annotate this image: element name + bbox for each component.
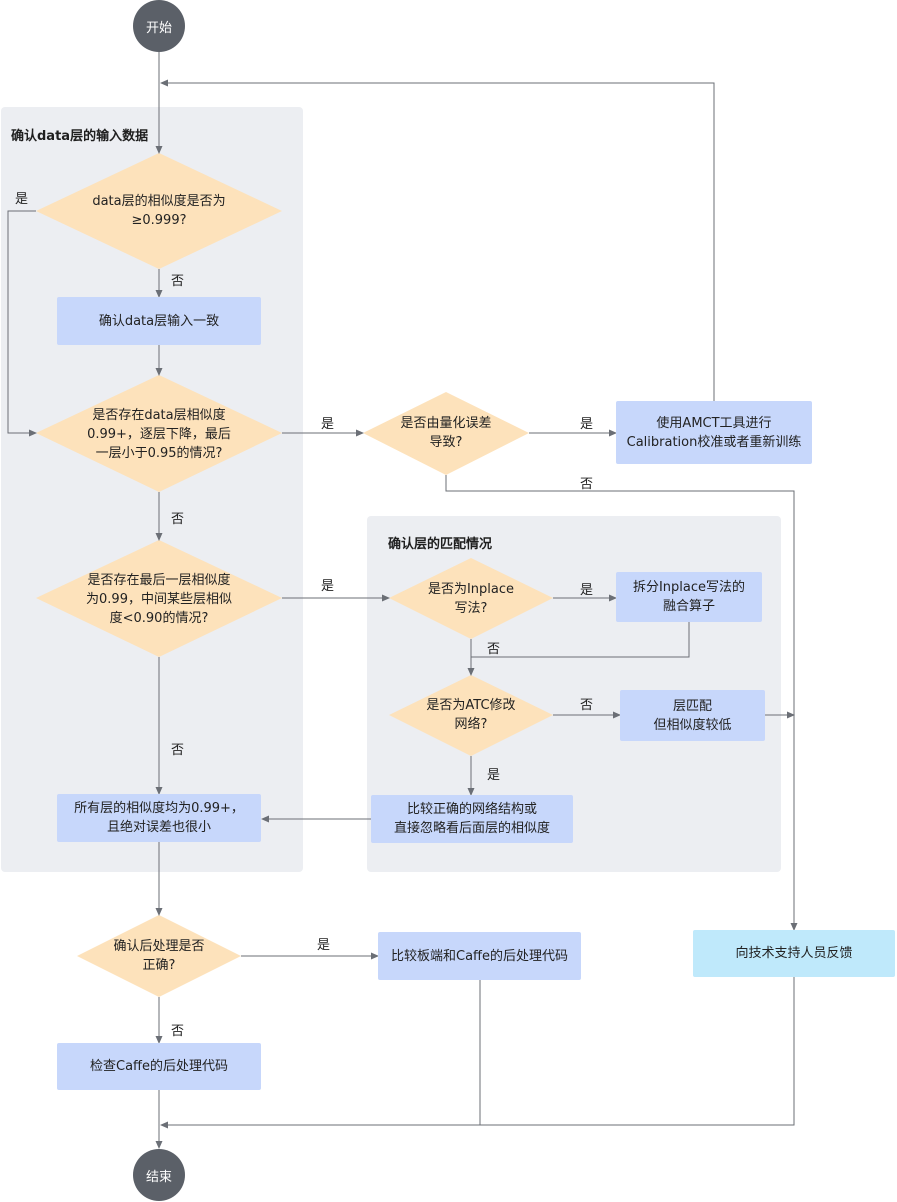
edge-label-d4-yes: 是 [321,579,335,594]
edge-label-d2-no: 否 [171,512,185,527]
edge-label-d4-no: 否 [171,743,185,758]
process-all-layers-ok: 所有层的相似度均为0.99+， 且绝对误差也很小 [57,794,261,842]
process-layer-match-low-similarity: 层匹配 但相似度较低 [620,690,765,741]
decision-d3-shape [363,392,529,475]
process-contact-support: 向技术支持人员反馈 [693,930,895,977]
decision-atc: 是否为ATC修改 网络? [426,698,516,732]
decision-atc-shape [389,675,553,756]
decision-d3: 是否由量化误差 导致? [400,416,492,450]
panel-layer-match-title: 确认层的匹配情况 [388,537,493,552]
decision-d2-shape [36,375,282,492]
start-node: 开始 [133,0,185,52]
decision-inplace: 是否为Inplace 写法? [427,582,515,616]
process-amct-calibration: 使用AMCT工具进行 Calibration校准或者重新训练 [616,401,812,464]
process-check-caffe-postprocess: 检查Caffe的后处理代码 [57,1043,261,1090]
end-node: 结束 [133,1149,185,1201]
edge-label-atc-yes: 是 [487,768,501,783]
decision-d2: 是否存在data层相似度 0.99+，逐层下降，最后 一层小于0.95的情况? [87,407,231,461]
edge-label-d1-no: 否 [171,274,185,289]
edge-label-d3-no: 否 [580,477,594,492]
decision-post-shape [77,915,241,997]
edge-label-d2-yes: 是 [321,417,335,432]
edge-label-atc-no: 否 [580,698,594,713]
edge-label-d3-yes: 是 [580,417,594,432]
process-compare-network: 比较正确的网络结构或 直接忽略看后面层的相似度 [371,795,573,843]
panel-data-layer-title: 确认data层的输入数据 [11,129,149,144]
edge-label-d1-yes: 是 [15,192,29,207]
decision-d4-shape [36,540,282,657]
edge-label-post-no: 否 [171,1024,185,1039]
process-compare-postprocess: 比较板端和Caffe的后处理代码 [378,932,581,980]
decision-d1-shape [36,153,282,269]
decision-d4: 是否存在最后一层相似度 为0.99，中间某些层相似 度<0.90的情况? [86,572,232,626]
edge-label-post-yes: 是 [317,938,331,953]
decision-inplace-shape [389,558,553,639]
edge-label-inplace-no: 否 [487,642,501,657]
process-confirm-data-input: 确认data层输入一致 [57,297,261,345]
process-split-inplace: 拆分Inplace写法的 融合算子 [616,572,762,622]
edge-label-inplace-yes: 是 [580,583,594,598]
decision-d1: data层的相似度是否为 ≥0.999? [92,194,226,228]
decision-post: 确认后处理是否 正确? [113,939,205,973]
